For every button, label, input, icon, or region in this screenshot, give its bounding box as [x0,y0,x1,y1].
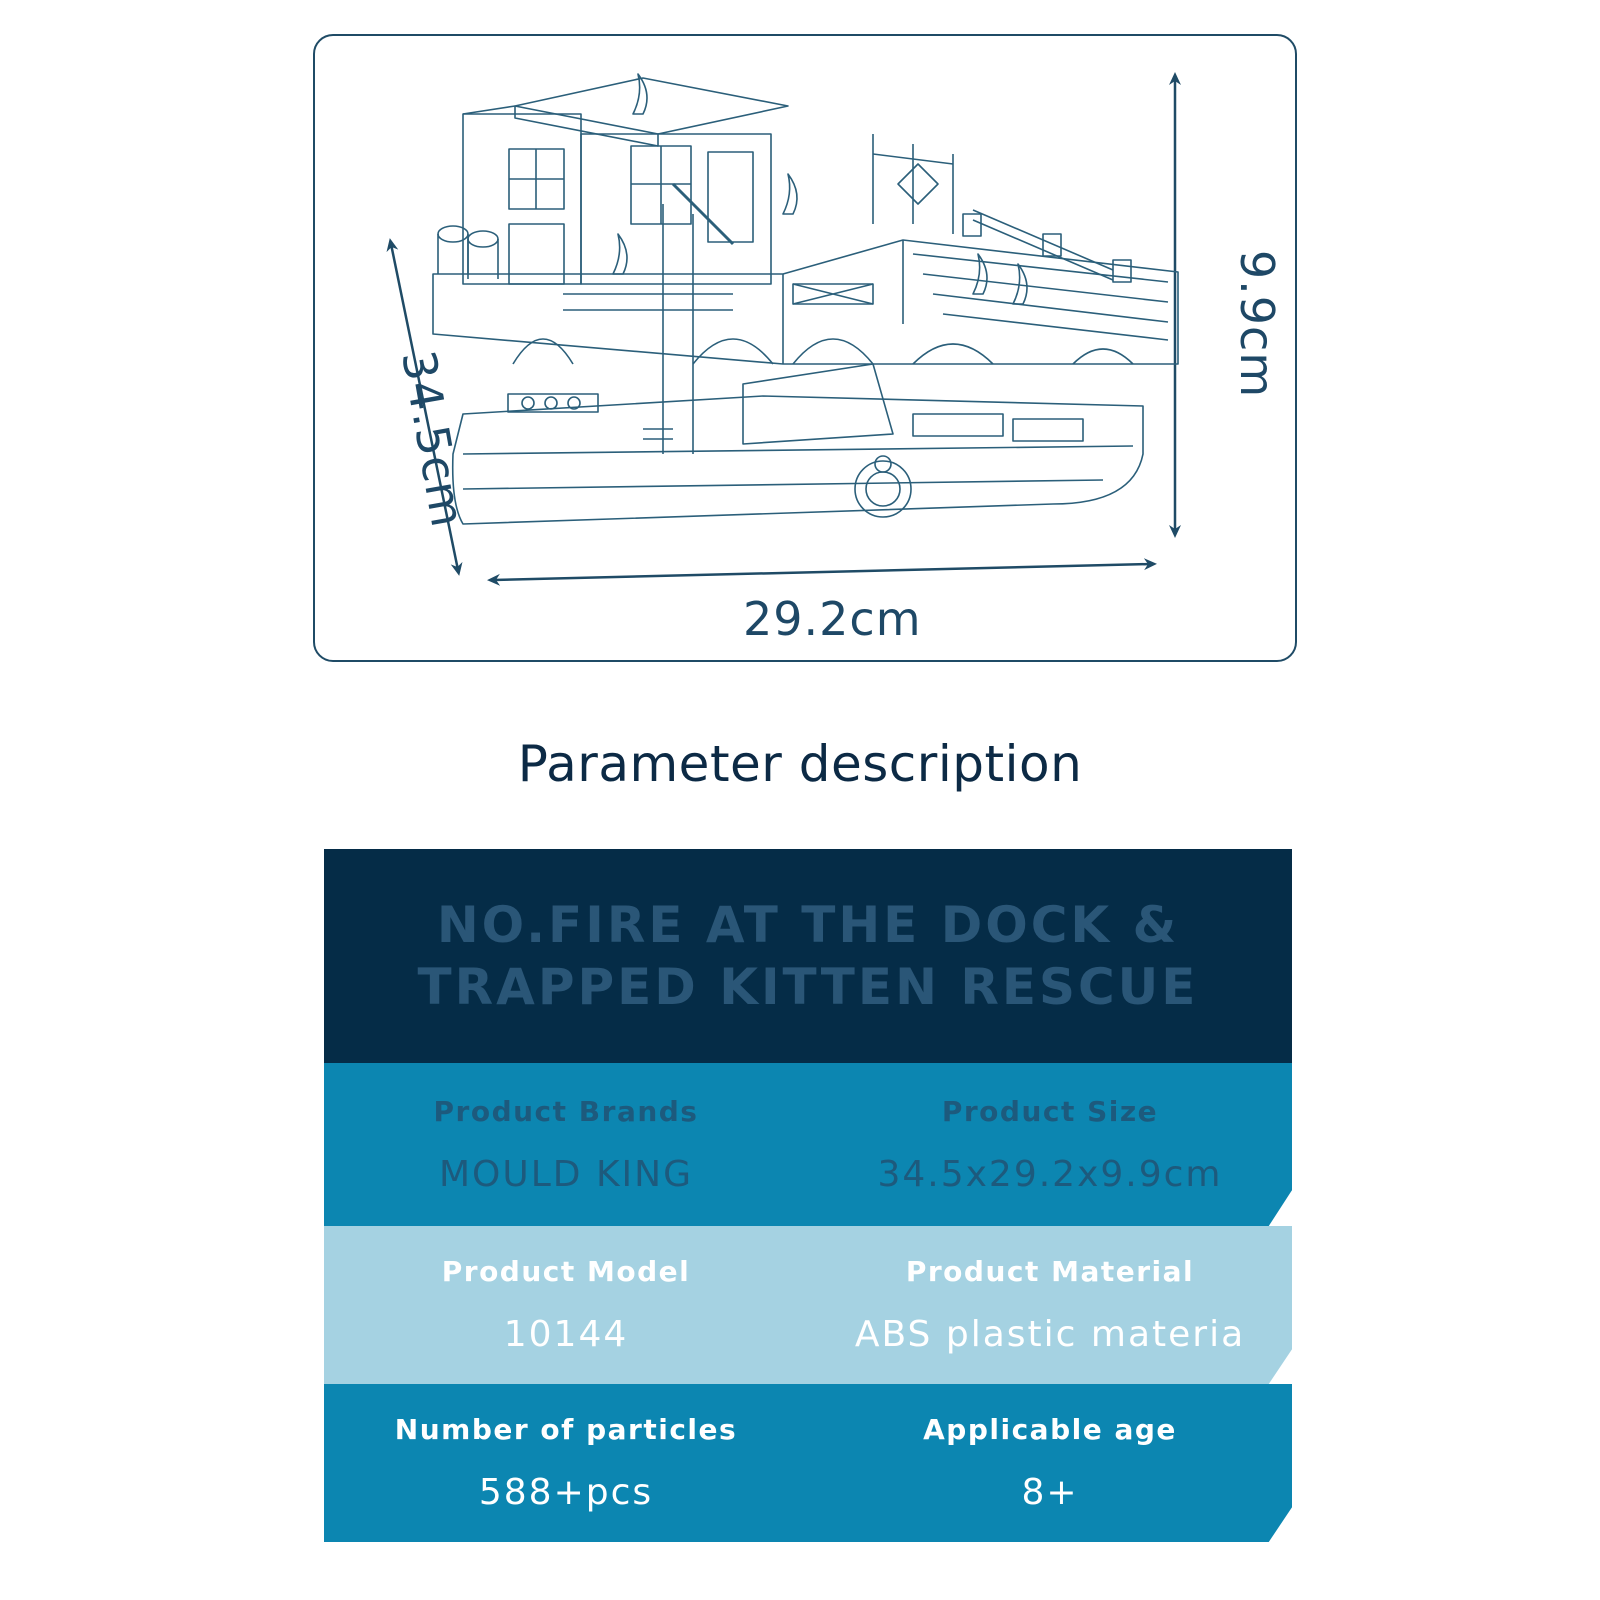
param-cell-age: Applicable age 8+ [808,1384,1292,1542]
param-value-size: 34.5x29.2x9.9cm [877,1153,1223,1195]
width-dimension-arrow [487,558,1157,586]
param-row-particles-age: Number of particles 588+pcs Applicable a… [324,1384,1292,1542]
height-dimension-label: 9.9cm [1230,249,1285,399]
param-label-age: Applicable age [923,1413,1177,1446]
param-label-model: Product Model [441,1255,691,1288]
param-cell-particles: Number of particles 588+pcs [324,1384,808,1542]
param-value-model: 10144 [503,1314,629,1355]
param-cell-material: Product Material ABS plastic materia [808,1226,1292,1384]
product-title-block: NO.FIRE AT THE DOCK & TRAPPED KITTEN RES… [324,849,1292,1063]
param-value-material: ABS plastic materia [854,1314,1246,1355]
dimension-frame [313,34,1297,662]
param-label-brand: Product Brands [433,1094,699,1128]
depth-dimension-arrow [386,238,463,576]
dock-model-icon [432,73,1179,525]
param-row-model-material: Product Model 10144 Product Material ABS… [324,1226,1292,1384]
param-value-particles: 588+pcs [478,1472,654,1513]
param-value-age: 8+ [1021,1472,1079,1513]
param-cell-brand: Product Brands MOULD KING [324,1063,808,1226]
product-line-drawing [386,72,1181,586]
product-title-line-1: NO.FIRE AT THE DOCK & [436,896,1180,954]
param-value-brand: MOULD KING [438,1153,694,1195]
param-cell-model: Product Model 10144 [324,1226,808,1384]
param-label-size: Product Size [941,1094,1159,1128]
param-cell-size: Product Size 34.5x29.2x9.9cm [808,1063,1292,1226]
width-dimension-label: 29.2cm [743,592,922,646]
param-label-particles: Number of particles [394,1413,738,1446]
parameter-table: NO.FIRE AT THE DOCK & TRAPPED KITTEN RES… [324,849,1292,1542]
param-row-brand-size: Product Brands MOULD KING Product Size 3… [324,1063,1292,1226]
section-heading: Parameter description [517,735,1083,793]
param-label-material: Product Material [905,1255,1195,1288]
product-title-line-2: TRAPPED KITTEN RESCUE [417,958,1199,1016]
